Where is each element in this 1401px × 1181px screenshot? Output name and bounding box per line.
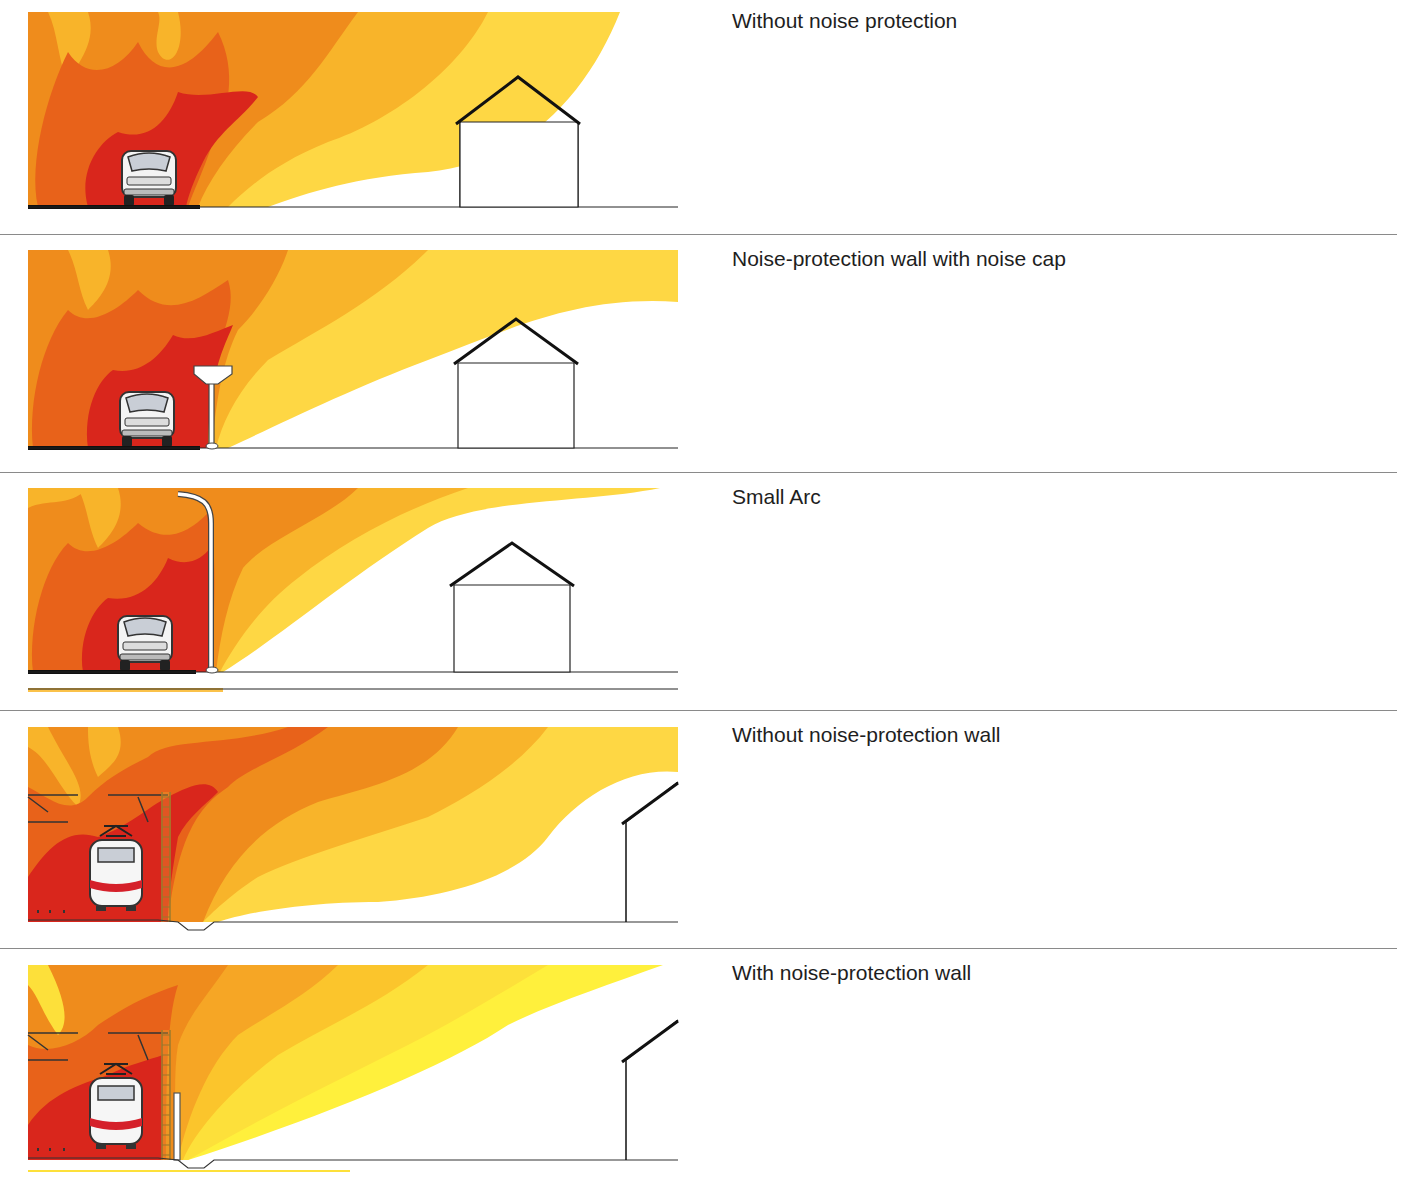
panel-caption: With noise-protection wall: [732, 961, 971, 985]
panel-caption: Without noise protection: [732, 9, 957, 33]
panel-caption: Noise-protection wall with noise cap: [732, 247, 1066, 271]
panel-caption: Without noise-protection wall: [732, 723, 1000, 747]
panel-caption: Small Arc: [732, 485, 821, 509]
